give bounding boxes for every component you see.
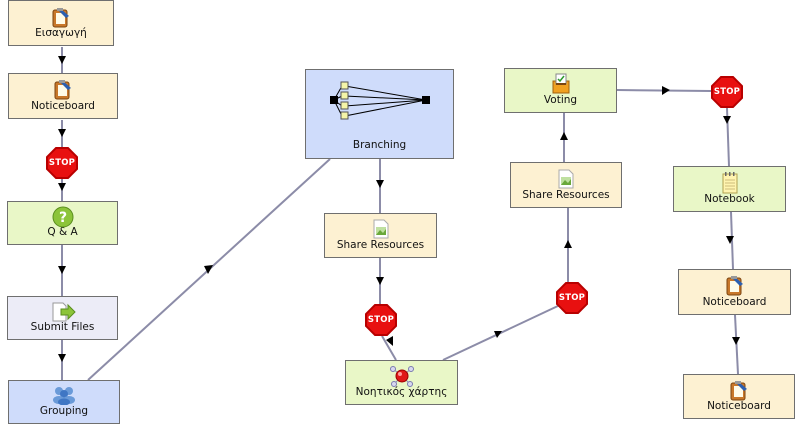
- arrowhead: [726, 236, 734, 244]
- link-stop-mindmap: [381, 335, 397, 361]
- stop-label: STOP: [713, 78, 741, 106]
- activity-intro[interactable]: Εισαγωγή: [8, 0, 114, 46]
- arrowhead: [732, 337, 740, 345]
- submit-files-icon: [52, 302, 76, 322]
- arrowhead: [560, 132, 568, 140]
- activity-label: Noticeboard: [31, 100, 95, 112]
- activity-label: Εισαγωγή: [35, 27, 87, 39]
- activity-label: Voting: [543, 94, 578, 106]
- branching-icon: [329, 81, 430, 120]
- mindmap-icon: [389, 366, 414, 387]
- arrowhead: [723, 116, 731, 124]
- link-mindmap-stop: [442, 304, 561, 361]
- stop-gate-4[interactable]: STOP: [711, 76, 743, 108]
- stop-gate-2[interactable]: STOP: [365, 304, 397, 336]
- stop-gate-3[interactable]: STOP: [556, 282, 588, 314]
- arrowhead: [376, 180, 384, 188]
- arrowhead: [386, 336, 393, 346]
- activity-label: Notebook: [704, 193, 755, 205]
- activity-label: Noticeboard: [707, 400, 771, 412]
- activity-mindmap[interactable]: Νοητικός χάρτης: [345, 360, 458, 405]
- activity-submit-files[interactable]: Submit Files: [7, 296, 118, 340]
- link-notebook-noticeboard: [730, 211, 734, 270]
- link-noticeboard-noticeboard: [734, 314, 739, 375]
- activity-label: Share Resources: [522, 189, 610, 201]
- arrowhead: [376, 277, 384, 285]
- stop-label: STOP: [367, 306, 395, 334]
- arrowhead: [662, 86, 670, 95]
- activity-notebook[interactable]: Notebook: [673, 166, 786, 212]
- arrowhead: [204, 265, 213, 274]
- activity-grouping[interactable]: Grouping: [8, 380, 120, 424]
- arrowhead: [494, 331, 502, 338]
- activity-branching[interactable]: Branching: [305, 69, 454, 159]
- arrowhead: [564, 240, 572, 248]
- noticeboard-icon: [54, 80, 71, 100]
- activity-label: Noticeboard: [702, 296, 767, 308]
- stop-label: STOP: [558, 284, 586, 312]
- activity-label: Submit Files: [30, 321, 95, 333]
- grouping-icon: [53, 387, 75, 405]
- arrowhead: [58, 129, 66, 137]
- arrowhead: [58, 354, 66, 362]
- activity-noticeboard-3[interactable]: Noticeboard: [683, 374, 795, 419]
- voting-icon: [552, 73, 569, 94]
- activity-label: Q & A: [47, 226, 78, 238]
- arrowhead: [58, 56, 66, 64]
- svg-text:?: ?: [58, 210, 66, 226]
- activity-share-resources-1[interactable]: Share Resources: [324, 213, 437, 258]
- share-resources-icon: [373, 219, 388, 239]
- stop-label: STOP: [48, 149, 76, 177]
- question-icon: ?: [52, 206, 73, 228]
- stop-gate-1[interactable]: STOP: [46, 147, 78, 179]
- arrowhead: [58, 266, 66, 274]
- arrowhead: [58, 183, 66, 191]
- activity-share-resources-2[interactable]: Share Resources: [510, 162, 622, 208]
- activity-label: Νοητικός χάρτης: [355, 386, 448, 398]
- activity-label: Branching: [352, 139, 407, 151]
- activity-noticeboard-1[interactable]: Noticeboard: [8, 73, 118, 119]
- activity-noticeboard-2[interactable]: Noticeboard: [678, 269, 791, 315]
- share-resources-icon: [558, 169, 574, 189]
- activity-label: Share Resources: [336, 239, 425, 251]
- noticeboard-icon: [730, 381, 747, 401]
- activity-qa[interactable]: ? Q & A: [7, 201, 118, 245]
- noticeboard-icon: [726, 276, 743, 296]
- noticeboard-icon: [52, 8, 69, 28]
- activity-label: Grouping: [39, 405, 89, 417]
- notebook-icon: [722, 172, 737, 194]
- activity-voting[interactable]: Voting: [504, 68, 617, 113]
